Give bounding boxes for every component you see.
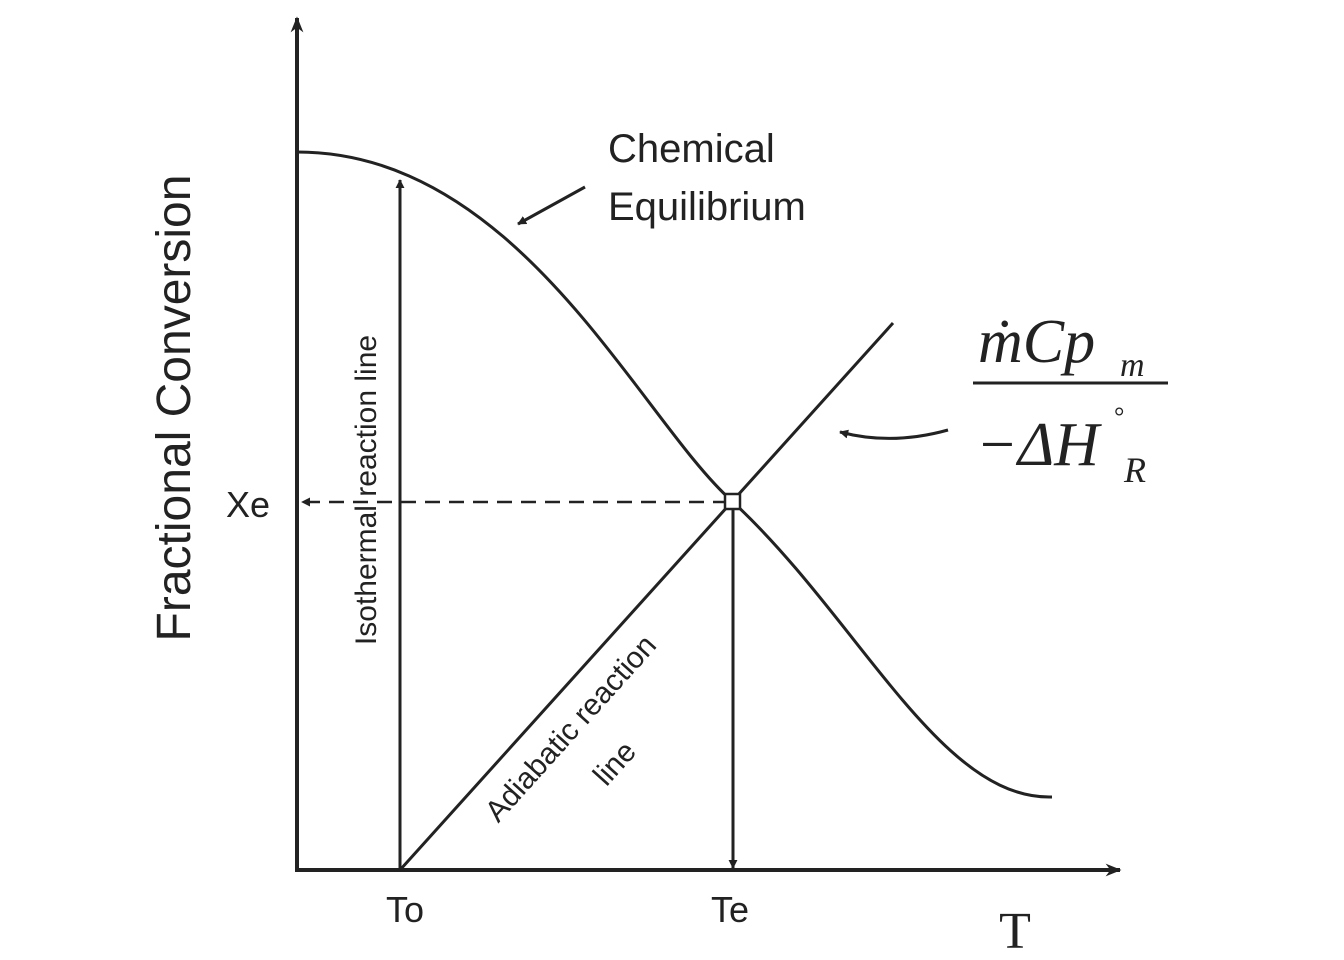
equilibrium-curve [296,150,1053,799]
equilibrium-label: Equilibrium [608,185,806,229]
equilibrium-point-marker [723,492,742,511]
adiabatic-line-label-2: line [587,735,643,792]
adiabatic-line [398,321,895,872]
x-axis-label: T [999,903,1031,960]
chemical-label: Chemical [608,127,775,171]
slope-numerator-subscript: m [1120,347,1145,384]
te-tick-label: Te [711,889,749,930]
xe-tick-label: Xe [226,484,270,525]
slope-denominator: −ΔH [976,411,1102,479]
slope-numerator: ṁCp [978,308,1095,376]
to-tick-label: To [386,889,424,930]
slope-denominator-subscript: R [1123,450,1146,490]
curve-pointer-arrow [517,185,586,226]
slope-pointer-arrow [839,428,949,440]
isothermal-line-label: Isothermal reaction line [350,335,383,645]
y-axis-label: Fractional Conversion [148,175,201,642]
slope-denominator-superscript: ° [1114,402,1124,431]
adiabatic-line-label-1: Adiabatic reaction [479,629,663,828]
